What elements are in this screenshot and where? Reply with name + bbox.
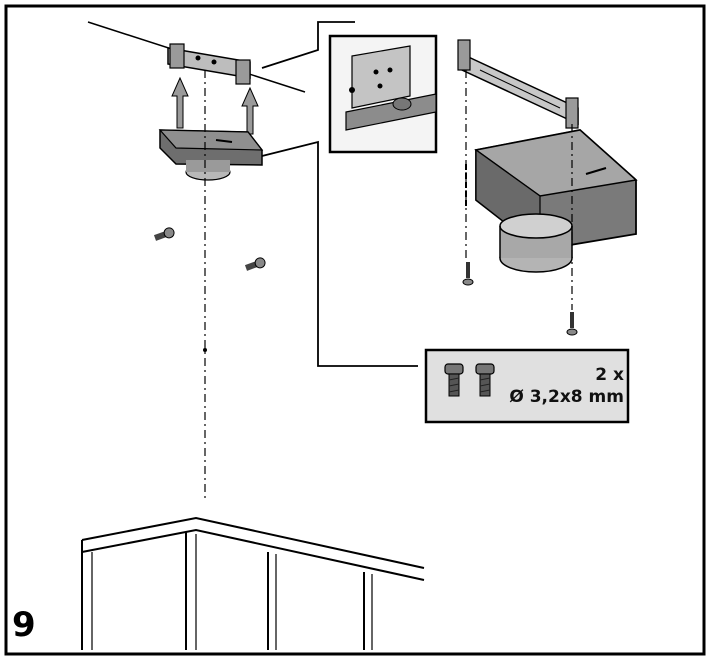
left-mounting-bracket <box>167 43 251 85</box>
right-mounting-bracket <box>457 39 579 129</box>
cabinet-top <box>81 516 425 650</box>
screw-size: Ø 3,2x8 mm <box>509 387 624 407</box>
screw-spec-box <box>424 348 630 424</box>
screw-icon-1 <box>444 363 464 397</box>
loose-screws <box>153 227 266 271</box>
screw-spec-text: 2 x Ø 3,2x8 mm <box>500 364 624 408</box>
right-duct-adapter <box>474 129 638 273</box>
callout-lines <box>261 21 418 367</box>
left-duct-adapter <box>158 129 264 181</box>
zoom-inset <box>328 34 438 154</box>
right-screws <box>462 262 578 336</box>
screw-quantity: 2 x <box>595 365 624 385</box>
screw-icon-2 <box>475 363 495 397</box>
step-number: 9 <box>12 605 36 645</box>
